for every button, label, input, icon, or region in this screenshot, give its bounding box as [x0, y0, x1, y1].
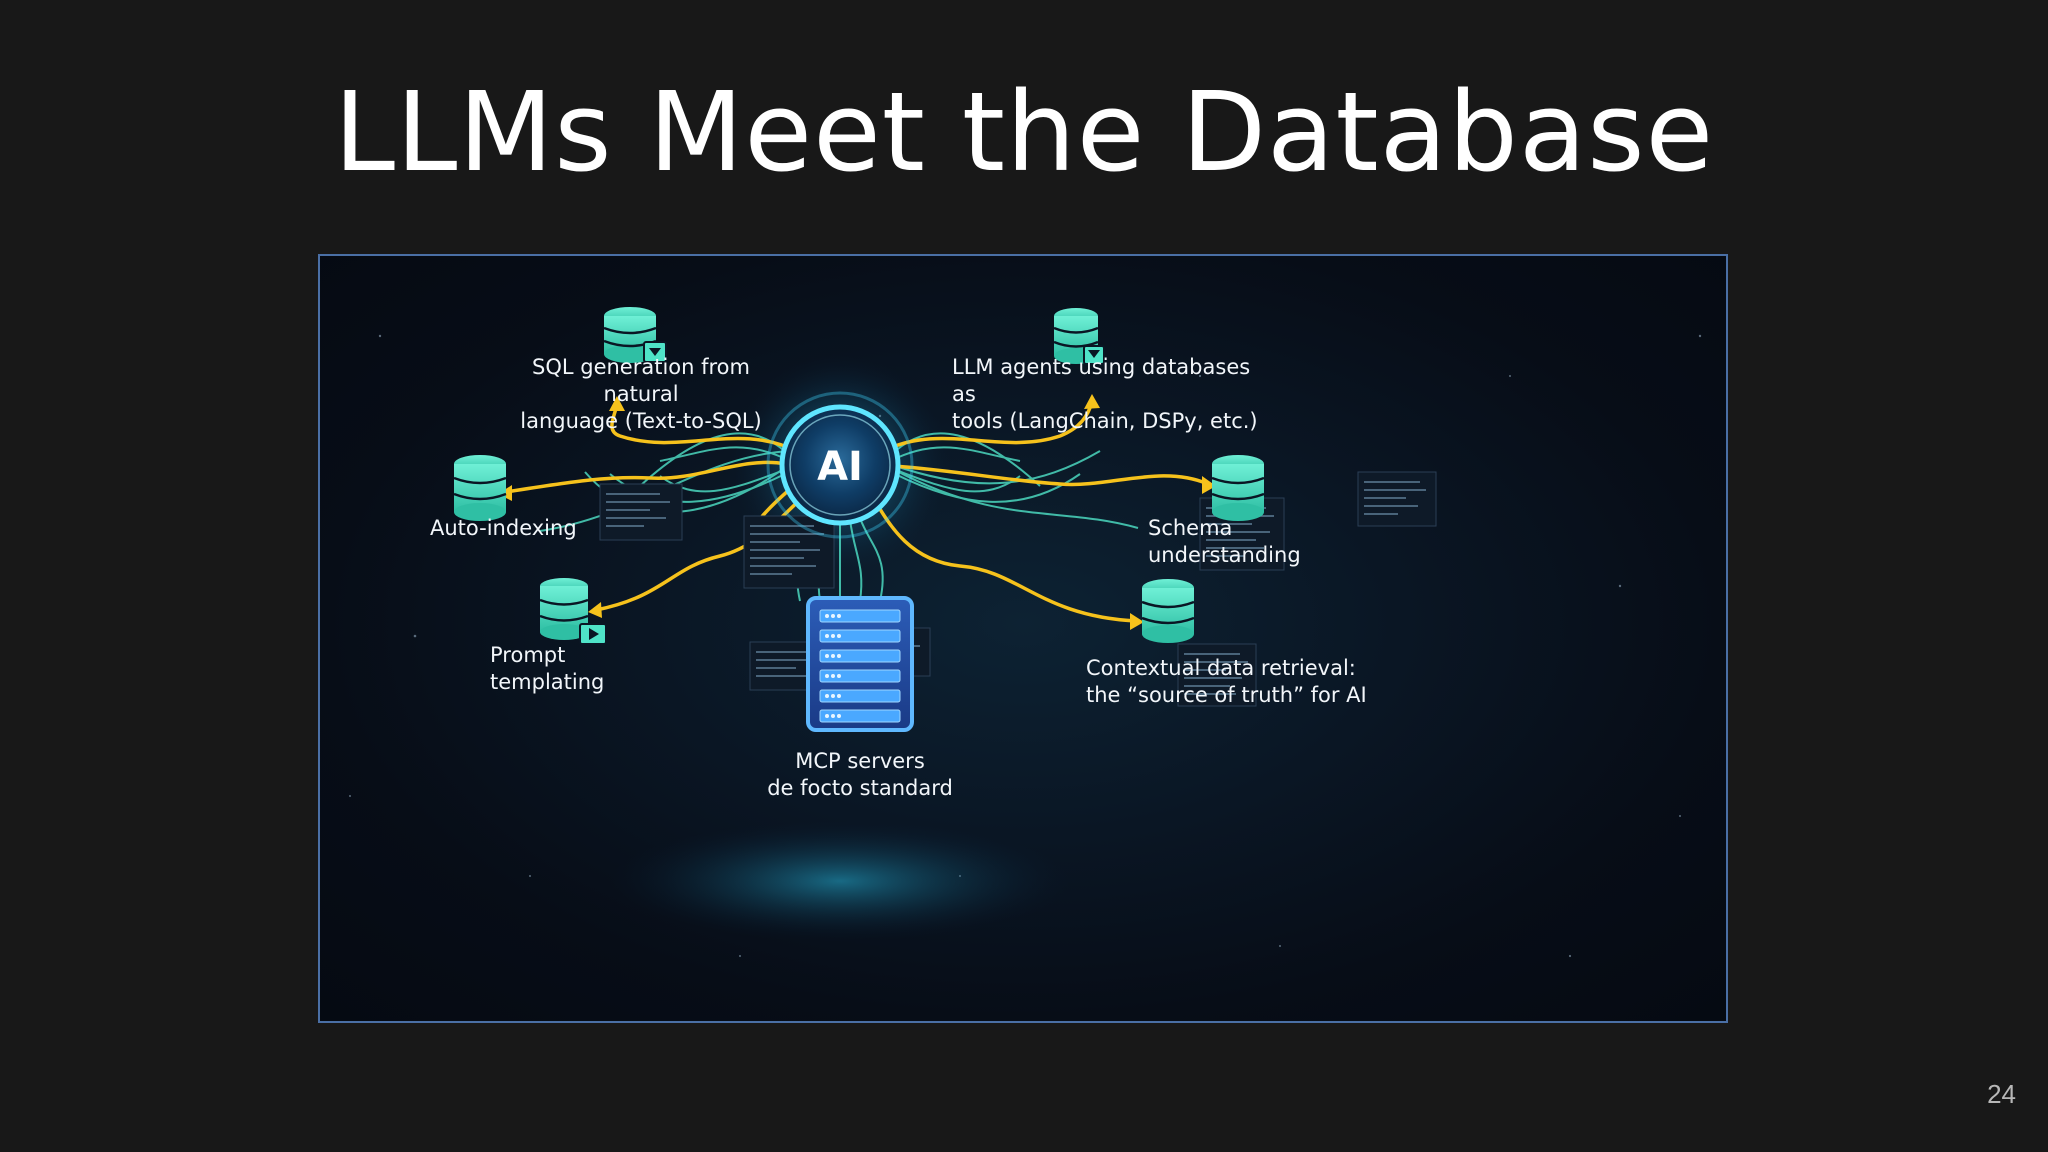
database-icon: [1141, 579, 1195, 643]
ai-core-label: AI: [817, 444, 863, 490]
code-panel: [1177, 643, 1257, 707]
code-panels: [599, 471, 1437, 707]
label-sql-generation: SQL generation from natural language (Te…: [520, 355, 762, 433]
database-icon: [453, 455, 507, 521]
code-panel: [743, 515, 835, 589]
label-mcp-servers: MCP servers de focto standard: [767, 749, 953, 800]
code-panel: [599, 483, 683, 541]
server-floor-glow: [610, 821, 1070, 941]
page-number: 24: [1987, 1079, 2016, 1109]
database-icon: [603, 307, 667, 363]
slide-title: LLMs Meet the Database: [333, 68, 1715, 196]
diagram-figure: AI: [318, 254, 1728, 1023]
label-schema-understanding: Schema understanding: [1148, 516, 1301, 567]
ai-core-node: AI: [766, 391, 914, 539]
database-icon: [539, 578, 607, 645]
label-contextual-retrieval: Contextual data retrieval: the “source o…: [1086, 656, 1367, 707]
label-llm-agents: LLM agents using databases as tools (Lan…: [952, 355, 1258, 433]
label-prompt-templating: Prompt templating: [490, 643, 605, 694]
database-icon: [1211, 455, 1265, 521]
database-icon: [1053, 308, 1105, 365]
diagram-svg: AI: [349, 307, 1702, 958]
code-panel: [1357, 471, 1437, 527]
server-icon: [806, 596, 914, 732]
label-auto-indexing: Auto-indexing: [430, 516, 577, 540]
